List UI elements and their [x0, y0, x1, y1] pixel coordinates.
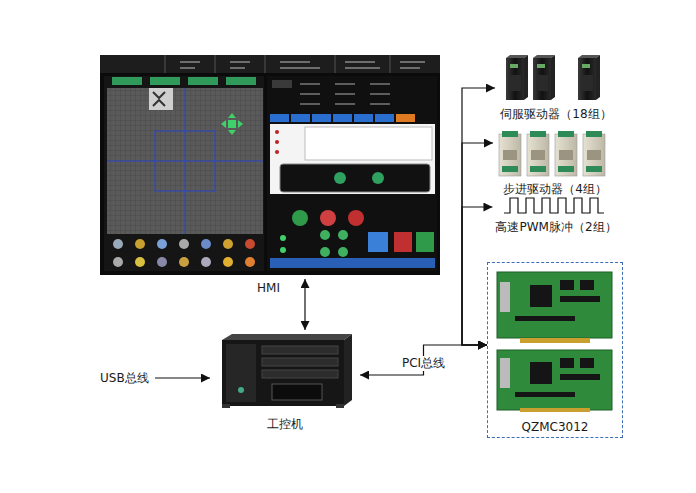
node-caption: 步进驱动器（4组）: [503, 182, 607, 199]
pc-chassis: [222, 334, 352, 408]
bus-connector: [462, 143, 493, 345]
stepper-drives: [499, 131, 605, 176]
bus-connector: [360, 345, 487, 375]
motion-cards: [497, 272, 612, 412]
node-caption: 工控机: [267, 417, 303, 434]
motion-card-box: QZMC3012: [487, 262, 623, 438]
hmi-screen: [100, 55, 440, 275]
stepper-drive-group: 步进驱动器（4组）: [493, 127, 617, 199]
hmi-arrow: [304, 279, 305, 330]
node-caption: QZMC3012: [522, 420, 589, 437]
edge-label: PCI总线: [400, 356, 447, 371]
usb-arrow: [155, 377, 210, 378]
industrial-pc: 工控机: [210, 332, 360, 434]
pwm-waveform: [504, 198, 604, 213]
bus-connector: [462, 88, 495, 345]
node-caption: 伺服驱动器（18组）: [500, 107, 611, 124]
servo-drives: [506, 55, 600, 100]
bus-label: USB总线: [98, 371, 151, 386]
node-caption: 高速PWM脉冲（2组）: [495, 220, 616, 237]
pwm-output-group: 高速PWM脉冲（2组）: [492, 193, 619, 237]
bus-label: HMI: [255, 281, 282, 296]
servo-drive-group: 伺服驱动器（18组）: [495, 52, 617, 124]
